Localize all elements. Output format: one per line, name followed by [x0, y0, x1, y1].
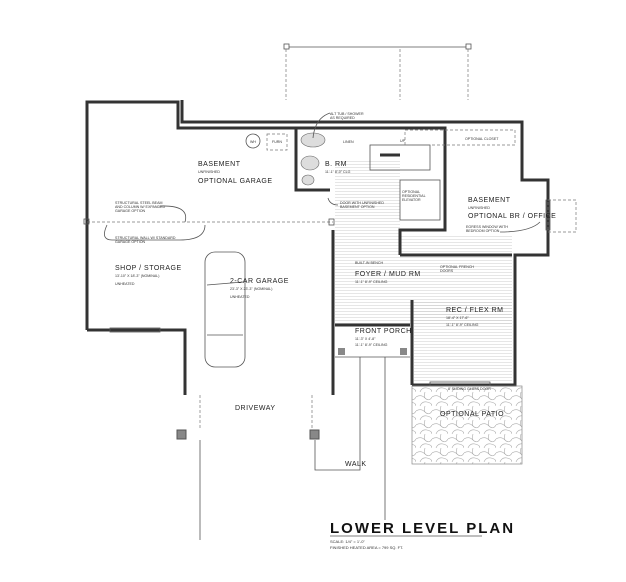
svg-text:STRUCTURAL WALL W/ STANDARD: STRUCTURAL WALL W/ STANDARD: [115, 236, 176, 240]
svg-text:OPTIONAL CLOSET: OPTIONAL CLOSET: [465, 137, 499, 141]
top-trellis: [283, 43, 472, 100]
svg-text:GARAGE OPTION: GARAGE OPTION: [115, 209, 146, 213]
svg-text:WH: WH: [250, 140, 256, 144]
svg-text:OPTIONAL FRENCH: OPTIONAL FRENCH: [440, 265, 474, 269]
svg-text:LINEN: LINEN: [343, 140, 354, 144]
svg-text:B. RM: B. RM: [325, 161, 347, 168]
svg-text:REC / FLEX RM: REC / FLEX RM: [446, 307, 503, 314]
water-heater: [245, 133, 261, 149]
svg-text:GARAGE OPTION: GARAGE OPTION: [115, 240, 146, 244]
rec-floor: [414, 300, 512, 382]
svg-text:FURN: FURN: [272, 140, 282, 144]
svg-text:UNHEATED: UNHEATED: [230, 295, 250, 299]
svg-text:SHOP / STORAGE: SHOP / STORAGE: [115, 265, 182, 272]
leader-lines: [104, 112, 541, 241]
svg-text:WALK: WALK: [345, 461, 367, 468]
svg-text:11'-1" 8'-9" CEILING: 11'-1" 8'-9" CEILING: [446, 323, 479, 327]
svg-text:23'-3" X 23'-3" (NOMINAL): 23'-3" X 23'-3" (NOMINAL): [230, 287, 272, 291]
svg-text:OPTIONAL GARAGE: OPTIONAL GARAGE: [198, 178, 273, 185]
plan-area: FINISHED HEATED AREA = 799 SQ. FT.: [330, 545, 403, 550]
car: [204, 251, 246, 368]
svg-text:UNFINISHED: UNFINISHED: [198, 170, 220, 174]
svg-text:ALT TUB / SHOWER: ALT TUB / SHOWER: [330, 112, 364, 116]
svg-text:2-CAR GARAGE: 2-CAR GARAGE: [230, 278, 289, 285]
svg-text:EGRESS WINDOW WITH: EGRESS WINDOW WITH: [466, 225, 508, 229]
svg-text:11'-1" 8'-9" CEILING: 11'-1" 8'-9" CEILING: [355, 280, 388, 284]
window: [109, 327, 161, 333]
optional-patio: [411, 385, 523, 465]
svg-text:DOOR WITH UNFINISHED: DOOR WITH UNFINISHED: [340, 201, 384, 205]
svg-text:BASEMENT: BASEMENT: [468, 197, 511, 204]
optional-closet: [404, 129, 516, 146]
hall-floor: [335, 160, 400, 235]
elevator: [399, 179, 441, 221]
exterior-walls: [85, 100, 550, 395]
basement-label: BASEMENT: [198, 161, 241, 168]
stairs: UP: [369, 139, 431, 171]
svg-text:8' SLIDING GLASS DOOR: 8' SLIDING GLASS DOOR: [448, 387, 491, 391]
furnace: [266, 133, 288, 151]
svg-text:OPTIONAL PATIO: OPTIONAL PATIO: [440, 411, 504, 418]
svg-text:UNHEATED: UNHEATED: [115, 282, 135, 286]
svg-text:AND COLUMN W/ EXPANDED: AND COLUMN W/ EXPANDED: [115, 205, 165, 209]
svg-text:DRIVEWAY: DRIVEWAY: [235, 405, 276, 412]
svg-text:BASEMENT OPTION: BASEMENT OPTION: [340, 205, 375, 209]
svg-text:STRUCTURAL STEEL BEAM: STRUCTURAL STEEL BEAM: [115, 201, 162, 205]
svg-text:18'-4" X 17'-6": 18'-4" X 17'-6": [446, 316, 469, 320]
svg-text:13'-10" X 18'-3" (NOMINAL): 13'-10" X 18'-3" (NOMINAL): [115, 274, 159, 278]
plan-title: LOWER LEVEL PLAN: [330, 520, 515, 537]
toilet: [300, 155, 320, 171]
svg-text:11'-1" 8'-9" CEILING: 11'-1" 8'-9" CEILING: [355, 343, 388, 347]
sink: [301, 174, 315, 186]
svg-text:BEDROOM OPTION: BEDROOM OPTION: [466, 229, 500, 233]
svg-text:FOYER / MUD RM: FOYER / MUD RM: [355, 271, 421, 278]
plan-scale: SCALE: 1/4" = 1'-0": [330, 539, 365, 544]
svg-text:DOORS: DOORS: [440, 269, 454, 273]
tub: [300, 132, 326, 148]
svg-text:UNFINISHED: UNFINISHED: [468, 206, 490, 210]
svg-text:FRONT PORCH: FRONT PORCH: [355, 328, 412, 335]
svg-text:OPTIONAL BR / OFFICE: OPTIONAL BR / OFFICE: [468, 213, 556, 220]
svg-text:11'-1" 8'-0" CLG: 11'-1" 8'-0" CLG: [325, 170, 351, 174]
svg-text:BUILT-IN BENCH: BUILT-IN BENCH: [355, 261, 383, 265]
svg-text:11'-3" X 4'-8": 11'-3" X 4'-8": [355, 337, 376, 341]
svg-text:UP: UP: [400, 139, 406, 143]
svg-text:AS REQUIRED: AS REQUIRED: [330, 116, 355, 120]
